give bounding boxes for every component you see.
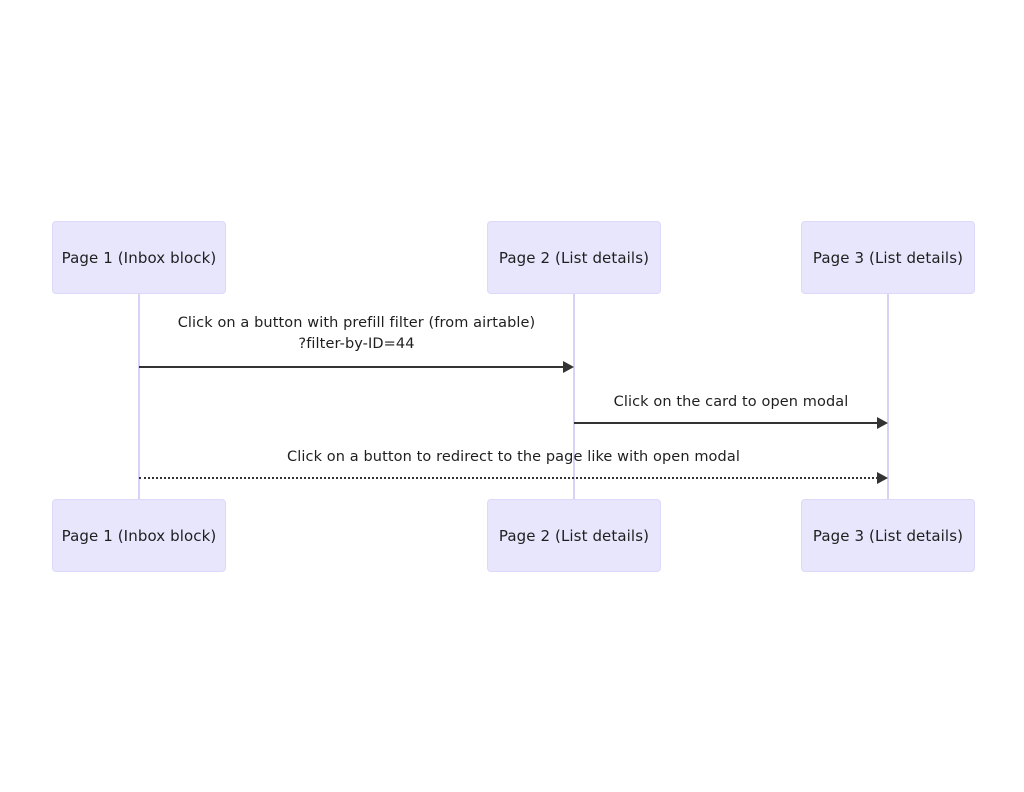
lifeline-p3 [887,294,889,499]
message-line-m1 [139,366,564,368]
message-line-m2 [574,422,877,424]
participant-label: Page 3 (List details) [812,526,964,545]
participant-label: Page 2 (List details) [498,526,650,545]
participant-box-top-p2[interactable]: Page 2 (List details) [487,221,661,294]
message-arrowhead-m3 [877,472,888,484]
participant-box-top-p1[interactable]: Page 1 (Inbox block) [52,221,226,294]
message-arrowhead-m1 [563,361,574,373]
lifeline-p2 [573,294,575,499]
participant-box-bottom-p3[interactable]: Page 3 (List details) [801,499,975,572]
message-label-m2: Click on the card to open modal [613,394,849,410]
participant-box-bottom-p2[interactable]: Page 2 (List details) [487,499,661,572]
participant-label: Page 2 (List details) [498,248,650,267]
participant-box-top-p3[interactable]: Page 3 (List details) [801,221,975,294]
participant-label: Page 1 (Inbox block) [61,248,217,267]
participant-label: Page 1 (Inbox block) [61,526,217,545]
participant-label: Page 3 (List details) [812,248,964,267]
message-label-m3: Click on a button to redirect to the pag… [287,449,740,465]
message-line-m3 [139,477,878,479]
message-label-m1: Click on a button with prefill filter (f… [177,315,536,353]
message-arrowhead-m2 [877,417,888,429]
participant-box-bottom-p1[interactable]: Page 1 (Inbox block) [52,499,226,572]
lifeline-p1 [138,294,140,499]
